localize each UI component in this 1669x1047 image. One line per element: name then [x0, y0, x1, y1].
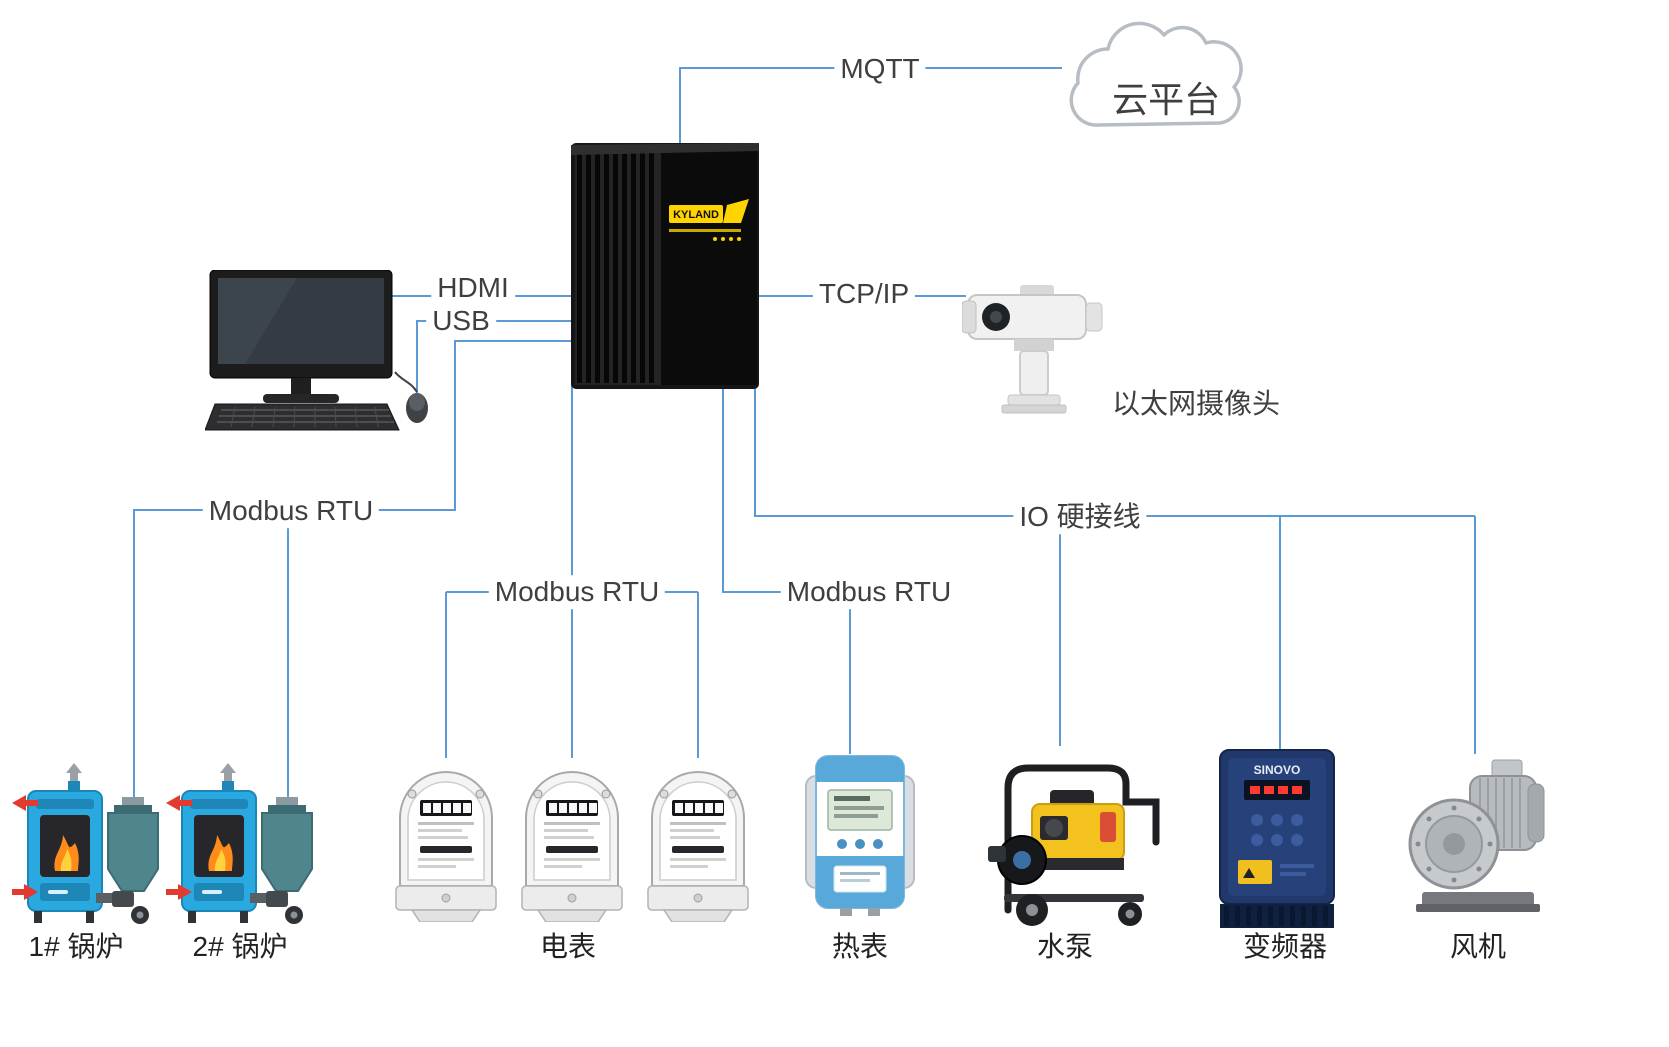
- vfd-brand-text: SINOVO: [1254, 763, 1301, 777]
- electric-meter-icon: [521, 771, 623, 923]
- gateway-icon: KYLAND: [571, 143, 759, 389]
- vfd-device: SINOVO: [1210, 748, 1345, 935]
- electric-meter-icon: [395, 771, 497, 923]
- boiler2-device: [166, 763, 321, 938]
- mqtt-label: MQTT: [834, 52, 926, 86]
- gateway-device: KYLAND: [565, 133, 765, 403]
- pump-device: [980, 742, 1170, 937]
- cloud-icon: [1069, 21, 1243, 127]
- fan-icon: [1408, 759, 1545, 912]
- cloud-label: 云平台: [1112, 78, 1221, 120]
- meters-label: 电表: [539, 931, 597, 963]
- heat-meter-device: [800, 752, 920, 922]
- pump-icon: [988, 764, 1160, 926]
- fan-device: [1408, 752, 1548, 922]
- heat-meter-icon: [805, 755, 915, 916]
- electric-meter-1: [390, 754, 502, 927]
- io-hardwire-label: IO 硬接线: [1013, 500, 1147, 534]
- wire-usb: [416, 320, 600, 393]
- modbus-rtu-left-label: Modbus RTU: [202, 494, 380, 528]
- electric-meter-3: [642, 754, 754, 927]
- electric-meter-2: [516, 754, 628, 927]
- camera-icon: [961, 285, 1103, 414]
- fan-label: 风机: [1449, 931, 1507, 963]
- cloud-platform: 云平台: [1050, 5, 1265, 140]
- vfd-icon: SINOVO: [1219, 749, 1335, 928]
- modbus-rtu-right-label: Modbus RTU: [780, 575, 958, 609]
- electric-meter-icon: [647, 771, 749, 923]
- wire-modbus-right: [722, 380, 851, 754]
- camera-label: 以太网摄像头: [1105, 387, 1287, 421]
- camera-device: [961, 283, 1112, 428]
- wire-mqtt: [679, 67, 1062, 160]
- wire-io: [754, 380, 1475, 517]
- pump-label: 水泵: [1036, 931, 1094, 963]
- wire-modbus-left: [133, 340, 600, 800]
- hdmi-label: HDMI: [431, 271, 515, 305]
- modbus-rtu-mid-label: Modbus RTU: [488, 575, 666, 609]
- tcpip-label: TCP/IP: [812, 277, 916, 311]
- boiler-icon: [12, 763, 159, 924]
- gateway-brand-text: KYLAND: [673, 209, 719, 221]
- boiler1-label: 1# 锅炉: [28, 931, 124, 963]
- pc-icon: [204, 269, 428, 431]
- usb-label: USB: [426, 304, 496, 338]
- heat-meter-label: 热表: [831, 931, 889, 963]
- boiler-icon: [166, 763, 313, 924]
- boiler2-label: 2# 锅炉: [192, 931, 288, 963]
- pc-workstation: [204, 269, 440, 440]
- boiler1-device: [12, 763, 167, 938]
- vfd-label: 变频器: [1242, 931, 1328, 963]
